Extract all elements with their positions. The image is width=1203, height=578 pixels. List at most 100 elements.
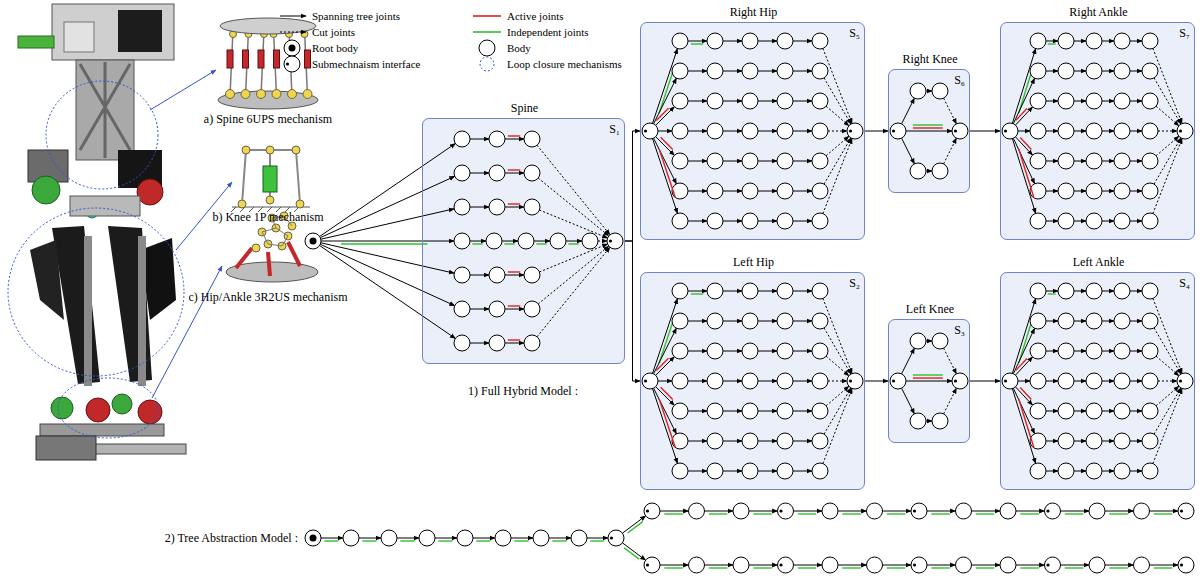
interface-dot bbox=[954, 379, 957, 382]
body-circle bbox=[582, 233, 598, 249]
body-circle bbox=[672, 33, 688, 49]
body-circle bbox=[1086, 343, 1102, 359]
interface-body bbox=[642, 123, 658, 139]
root-body bbox=[284, 40, 300, 56]
tree-joint bbox=[505, 275, 524, 276]
tree-joint bbox=[902, 388, 915, 414]
tree-joint bbox=[658, 381, 672, 382]
body-circle bbox=[495, 530, 511, 546]
tree-joint bbox=[1102, 381, 1114, 382]
independent-joint bbox=[1048, 293, 1056, 294]
tree-joint bbox=[1012, 139, 1035, 214]
body-circle bbox=[707, 33, 723, 49]
body-circle bbox=[707, 283, 723, 299]
tree-joint bbox=[1102, 351, 1114, 352]
tree-joint bbox=[505, 309, 524, 310]
body-circle bbox=[1086, 183, 1102, 199]
submechanism-index: S₁ bbox=[609, 122, 620, 136]
tree-joint bbox=[1015, 357, 1032, 375]
interface-dot bbox=[892, 379, 895, 382]
tree-joint bbox=[1102, 291, 1114, 292]
tree-joint bbox=[1130, 351, 1142, 352]
body-circle bbox=[812, 433, 828, 449]
body-circle bbox=[867, 557, 883, 573]
submechanism-panel: Left AnkleS₄ bbox=[1000, 272, 1195, 490]
tree-joint bbox=[723, 471, 742, 472]
tree-joint bbox=[653, 389, 678, 464]
mechanism-icons-part bbox=[258, 50, 264, 68]
body-circle bbox=[1000, 503, 1016, 519]
body-circle bbox=[1058, 403, 1074, 419]
independent-joint bbox=[362, 540, 376, 541]
tree-joint bbox=[705, 511, 734, 512]
tree-joint bbox=[1102, 71, 1114, 72]
cut-joint bbox=[539, 210, 607, 238]
body-circle bbox=[1058, 373, 1074, 389]
tree-joint bbox=[793, 221, 812, 222]
active-joint bbox=[656, 108, 668, 120]
tree-joint bbox=[150, 70, 216, 110]
root-body bbox=[305, 530, 321, 546]
interface-dot bbox=[1046, 509, 1049, 512]
body-circle bbox=[910, 83, 926, 99]
body-circle bbox=[812, 123, 828, 139]
tree-joint bbox=[688, 411, 707, 412]
cut-joint bbox=[823, 388, 852, 463]
tree-joint bbox=[534, 241, 550, 242]
body-circle bbox=[1086, 33, 1102, 49]
tree-joint bbox=[1046, 161, 1058, 162]
independent-joint bbox=[590, 540, 604, 541]
interface-connector bbox=[865, 381, 888, 382]
interface-dot bbox=[1004, 129, 1007, 132]
active-joint bbox=[508, 169, 520, 170]
robot-illustration-part bbox=[86, 398, 110, 422]
robot-illustration-part bbox=[70, 196, 140, 216]
interface-dot bbox=[646, 509, 649, 512]
tree-joint bbox=[793, 471, 812, 472]
cut-joint bbox=[944, 98, 957, 124]
tree-joint bbox=[1074, 321, 1086, 322]
tree-joint bbox=[1074, 101, 1086, 102]
mechanism-icons bbox=[150, 18, 318, 398]
body-circle bbox=[812, 373, 828, 389]
body-circle bbox=[1058, 123, 1074, 139]
body-circle bbox=[932, 413, 948, 429]
body-circle bbox=[672, 463, 688, 479]
cut-joint bbox=[1154, 138, 1181, 184]
body-circle bbox=[524, 267, 540, 283]
tree-joint bbox=[688, 441, 707, 442]
tree-joint bbox=[656, 107, 675, 126]
tree-joint bbox=[1074, 291, 1086, 292]
active-joint bbox=[656, 358, 668, 370]
body-circle bbox=[1030, 63, 1046, 79]
robot-illustration-part bbox=[118, 10, 162, 52]
body-circle bbox=[1114, 373, 1130, 389]
body-circle bbox=[1114, 93, 1130, 109]
tree-joint bbox=[656, 387, 675, 406]
body-circle bbox=[742, 283, 758, 299]
body-circle bbox=[1086, 123, 1102, 139]
body-circle bbox=[742, 373, 758, 389]
tree-joint bbox=[1061, 511, 1090, 512]
cut-joint bbox=[824, 138, 851, 184]
interface-body bbox=[911, 557, 927, 573]
tree-joint bbox=[1074, 191, 1086, 192]
submechanism-panel: Right KneeS₆ bbox=[888, 69, 970, 193]
tree-joint bbox=[927, 511, 956, 512]
tree-joint bbox=[1102, 101, 1114, 102]
tree-joint bbox=[723, 191, 742, 192]
interface-body bbox=[1002, 373, 1018, 389]
tree-joint bbox=[470, 139, 489, 140]
tree-joint bbox=[883, 511, 912, 512]
active-joint bbox=[508, 339, 520, 340]
robot-illustration-part bbox=[137, 179, 163, 205]
body-circle bbox=[1030, 313, 1046, 329]
mechanism-icons-part bbox=[242, 146, 250, 154]
body-circle bbox=[489, 199, 505, 215]
body-circle bbox=[1086, 463, 1102, 479]
tree-joint bbox=[1102, 131, 1114, 132]
independent-joint bbox=[1154, 567, 1173, 568]
robot-illustration-part bbox=[112, 394, 132, 414]
body-circle bbox=[489, 165, 505, 181]
